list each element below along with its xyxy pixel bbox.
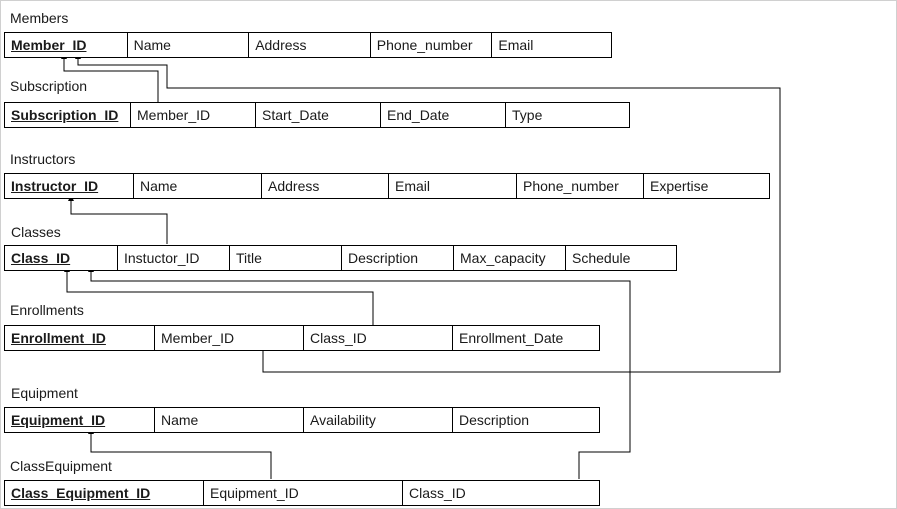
column-class-id: Class_ID bbox=[402, 481, 599, 505]
column-description: Description bbox=[341, 246, 453, 270]
column-email: Email bbox=[388, 174, 516, 198]
column-start-date: Start_Date bbox=[255, 103, 380, 127]
link-enrollment-class bbox=[64, 266, 374, 325]
table-enrollments: Enrollment_ID Member_ID Class_ID Enrollm… bbox=[4, 325, 600, 351]
column-description: Description bbox=[452, 408, 599, 432]
table-instructors: Instructor_ID Name Address Email Phone_n… bbox=[4, 173, 770, 199]
column-equipment-id: Equipment_ID bbox=[11, 412, 106, 428]
column-name: Name bbox=[126, 33, 249, 57]
link-classequipment-equipment bbox=[88, 428, 272, 479]
column-expertise: Expertise bbox=[643, 174, 769, 198]
column-name: Name bbox=[133, 174, 261, 198]
column-instructor-id: Instructor_ID bbox=[11, 178, 99, 194]
column-title: Title bbox=[229, 246, 341, 270]
table-equipment: Equipment_ID Name Availability Descripti… bbox=[4, 407, 600, 433]
column-member-id: Member_ID bbox=[154, 326, 303, 350]
column-enrollment-date: Enrollment_Date bbox=[452, 326, 599, 350]
column-phone-number: Phone_number bbox=[369, 33, 492, 57]
table-classes: Class_ID Instuctor_ID Title Description … bbox=[4, 245, 677, 271]
column-address: Address bbox=[261, 174, 388, 198]
table-title-enrollments: Enrollments bbox=[10, 302, 84, 318]
column-member-id: Member_ID bbox=[11, 37, 87, 53]
table-title-equipment: Equipment bbox=[11, 385, 78, 401]
table-title-classes: Classes bbox=[11, 224, 61, 240]
column-class-id: Class_ID bbox=[11, 250, 71, 266]
column-subscription-id: Subscription_ID bbox=[11, 107, 119, 123]
link-class-instructor bbox=[68, 195, 168, 244]
table-title-members: Members bbox=[10, 10, 69, 26]
table-members: Member_ID Name Address Phone_number Emai… bbox=[4, 32, 612, 58]
column-name: Name bbox=[154, 408, 303, 432]
column-max-capacity: Max_capacity bbox=[453, 246, 565, 270]
link-classequipment-class bbox=[88, 266, 631, 479]
column-schedule: Schedule bbox=[565, 246, 676, 270]
column-availability: Availability bbox=[303, 408, 452, 432]
column-type: Type bbox=[505, 103, 629, 127]
table-title-instructors: Instructors bbox=[10, 151, 76, 167]
table-subscription: Subscription_ID Member_ID Start_Date End… bbox=[4, 102, 630, 128]
column-equipment-id: Equipment_ID bbox=[203, 481, 402, 505]
column-instuctor-id: Instuctor_ID bbox=[117, 246, 229, 270]
table-classequipment: Class_Equipment_ID Equipment_ID Class_ID bbox=[4, 480, 600, 506]
column-end-date: End_Date bbox=[380, 103, 505, 127]
column-class-equipment-id: Class_Equipment_ID bbox=[11, 485, 151, 501]
table-title-subscription: Subscription bbox=[10, 78, 88, 94]
column-enrollment-id: Enrollment_ID bbox=[11, 330, 106, 346]
column-phone-number: Phone_number bbox=[516, 174, 643, 198]
column-class-id: Class_ID bbox=[303, 326, 452, 350]
column-email: Email bbox=[491, 33, 611, 57]
column-member-id: Member_ID bbox=[130, 103, 255, 127]
table-title-classequipment: ClassEquipment bbox=[10, 458, 112, 474]
column-address: Address bbox=[248, 33, 370, 57]
